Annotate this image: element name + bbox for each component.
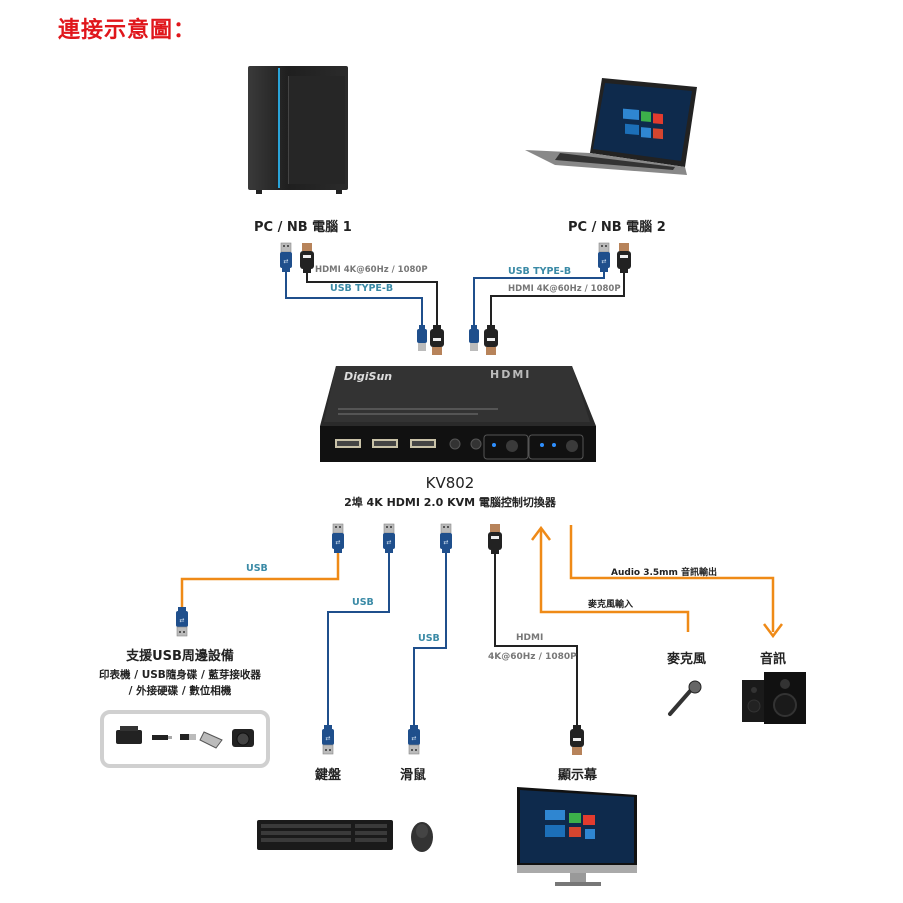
usb-peripheral-cable xyxy=(180,553,340,607)
monitor-label: 顯示幕 xyxy=(558,768,598,783)
switch-description: 2埠 4K HDMI 2.0 KVM 電腦控制切換器 xyxy=(344,496,556,509)
audio-out-cable xyxy=(569,525,775,632)
pc2-hdmi-label: HDMI 4K@60Hz / 1080P xyxy=(508,284,621,294)
keyboard-icon xyxy=(257,820,393,850)
pc1-usb-cable xyxy=(285,272,423,325)
pc1-usb-label: USB TYPE-B xyxy=(330,283,394,294)
monitor-plug xyxy=(570,725,584,755)
pc1-hdmi-cable xyxy=(306,272,438,325)
external-hdd-icon xyxy=(199,731,223,749)
camera-icon xyxy=(232,729,254,747)
pc1-hdmi-plug xyxy=(300,243,314,273)
mouse-label: 滑鼠 xyxy=(400,768,427,783)
brand-logo: DigiSun xyxy=(344,370,393,383)
keyboard-usb-cable xyxy=(327,553,390,725)
keyboard-label: 鍵盤 xyxy=(315,768,342,783)
kvm-switch-image: DigiSun HDMI xyxy=(314,364,600,464)
bluetooth-dongle-icon xyxy=(180,734,196,740)
switch-model: KV802 xyxy=(425,474,475,492)
keyboard-mouse-image xyxy=(257,820,433,852)
switch-hdmi-plug-1 xyxy=(430,325,444,355)
usb-peripherals-title: 支援USB周邊設備 xyxy=(126,649,234,664)
pc2-hdmi-plug xyxy=(617,243,631,273)
mouse-icon xyxy=(411,822,433,852)
audio-out-label: Audio 3.5mm 音訊輸出 xyxy=(611,568,718,578)
keyboard-cable-label: USB xyxy=(352,597,374,608)
pc2-usb-label: USB TYPE-B xyxy=(508,266,572,277)
desktop-tower-image xyxy=(248,66,352,194)
switch-usb-out-plug-2 xyxy=(382,523,396,554)
mouse-plug xyxy=(407,724,421,755)
laptop-image xyxy=(525,78,697,175)
pc2-usb-cable xyxy=(473,272,605,325)
mouse-cable-label: USB xyxy=(418,633,440,644)
mic-in-label: 麥克風輸入 xyxy=(588,600,634,610)
speaker-label: 音訊 xyxy=(760,652,787,667)
pc2-label: PC / NB 電腦 2 xyxy=(568,220,666,235)
usb-peripherals-line2: / 外接硬碟 / 數位相機 xyxy=(128,685,232,697)
monitor-hdmi-label: HDMI xyxy=(516,633,544,643)
microphone-label: 麥克風 xyxy=(667,652,707,667)
printer-icon xyxy=(116,726,142,744)
pc2-hdmi-cable xyxy=(490,272,625,325)
pc1-hdmi-label: HDMI 4K@60Hz / 1080P xyxy=(315,265,428,275)
pc1-usb-plug xyxy=(279,242,293,273)
audio-out-arrowhead xyxy=(763,623,783,639)
switch-hdmi-plug-2 xyxy=(484,325,498,355)
usb-flash-drive-icon xyxy=(152,735,172,740)
speaker-image xyxy=(742,672,806,724)
usb-peripheral-plug xyxy=(175,606,189,637)
monitor-hdmi-spec: 4K@60Hz / 1080P xyxy=(488,652,577,662)
keyboard-plug xyxy=(321,724,335,755)
switch-usb-b-plug-2 xyxy=(469,325,479,351)
switch-usb-out-plug-3 xyxy=(439,523,453,554)
monitor-hdmi-cable xyxy=(494,553,578,725)
monitor-image xyxy=(517,787,637,886)
diagram-title: 連接示意圖： xyxy=(58,18,197,43)
usb-peripherals-box xyxy=(100,710,270,768)
mic-in-arrowhead xyxy=(531,525,551,541)
hdmi-logo: HDMI xyxy=(490,368,532,381)
usb-peripheral-cable-label: USB xyxy=(246,563,268,574)
switch-usb-b-plug-1 xyxy=(417,325,427,351)
usb-peripherals-line1: 印表機 / USB隨身碟 / 藍芽接收器 xyxy=(99,669,261,681)
switch-hdmi-out-plug xyxy=(488,524,502,554)
microphone-image xyxy=(668,680,702,716)
mic-in-cable xyxy=(539,530,690,632)
mouse-usb-cable xyxy=(413,553,447,725)
pc1-label: PC / NB 電腦 1 xyxy=(254,220,352,235)
pc2-usb-plug xyxy=(597,242,611,273)
switch-usb-out-plug-1 xyxy=(331,523,345,554)
